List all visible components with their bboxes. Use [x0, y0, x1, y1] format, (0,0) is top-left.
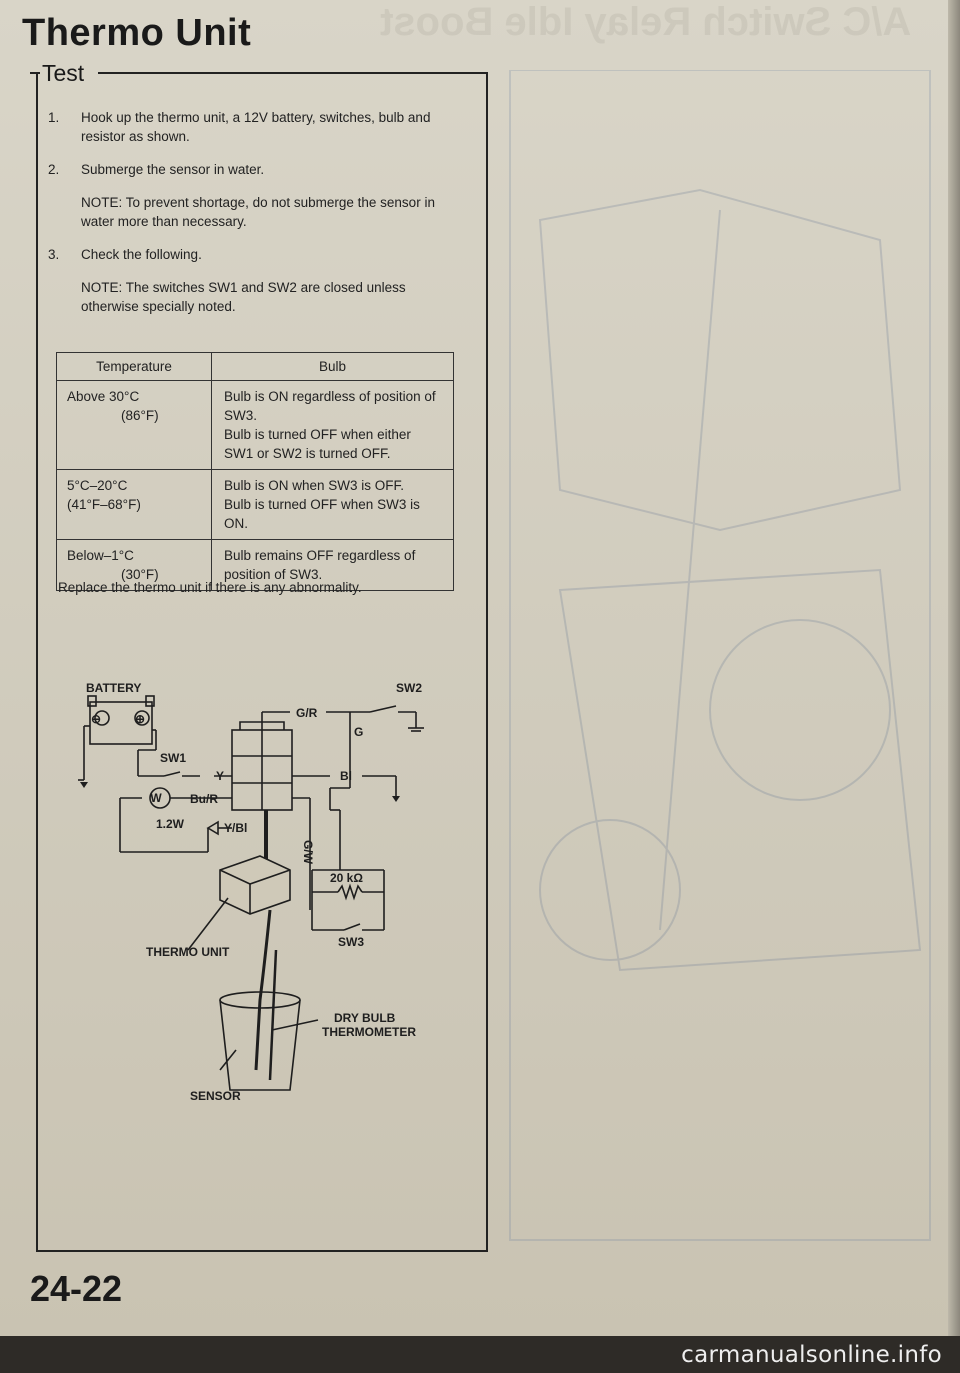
table-row: Above 30°C (86°F) Bulb is ON regardless … — [56, 380, 454, 470]
section-heading: Test — [42, 60, 85, 86]
bleed-through-illustration — [509, 70, 931, 1241]
thermo-unit-label: THERMO UNIT — [146, 945, 230, 959]
bulb-cell: Bulb is ON regardless of position of SW3… — [211, 380, 454, 470]
page-title: Thermo Unit — [22, 12, 252, 54]
sw2-label: SW2 — [396, 681, 422, 695]
note-step-2: NOTE: To prevent shortage, do not submer… — [81, 195, 435, 229]
step-2: 2. Submerge the sensor in water. — [48, 162, 265, 177]
wire-g-label: G — [354, 725, 363, 739]
wire-gw-label: G/W — [301, 840, 315, 865]
temperature-cell: Below–1°C (30°F) — [56, 539, 212, 591]
step-1: 1. Hook up the thermo unit, a 12V batter… — [48, 110, 431, 144]
battery-label: BATTERY — [86, 681, 141, 695]
battery-symbol — [89, 701, 153, 745]
dark-background-strip — [0, 1336, 960, 1373]
battery-plus-label: ⊕ — [135, 712, 145, 726]
watermark-text: carmanualsonline.info — [681, 1342, 942, 1368]
bulb-cell: Bulb is ON when SW3 is OFF. Bulb is turn… — [211, 469, 454, 540]
bleed-through-title: A/C Switch Relay Idle Boost — [380, 0, 912, 44]
column-header-temperature: Temperature — [56, 352, 212, 381]
wire-bl-label: Bl — [340, 769, 352, 783]
thermo-unit-symbol — [219, 855, 291, 915]
binder-edge — [948, 0, 960, 1340]
step-3: 3. Check the following. — [48, 247, 202, 262]
bulb-symbol-label: W — [150, 791, 162, 805]
beaker-symbol — [219, 999, 301, 1091]
wire-bur-label: Bu/R — [190, 792, 218, 806]
procedure-steps: 1. Hook up the thermo unit, a 12V batter… — [48, 108, 458, 330]
thermometer-label: THERMOMETER — [322, 1025, 416, 1039]
dry-bulb-label: DRY BULB — [334, 1011, 396, 1025]
wire-gr-label: G/R — [296, 706, 318, 720]
resistor-label: 20 kΩ — [330, 871, 363, 885]
sw3-label: SW3 — [338, 935, 364, 949]
wire-y-label: Y — [216, 769, 224, 783]
table-row: Below–1°C (30°F) Bulb remains OFF regard… — [56, 539, 454, 591]
sw1-label: SW1 — [160, 751, 186, 765]
test-section-frame — [36, 72, 488, 1252]
table-row: 5°C–20°C (41°F–68°F) Bulb is ON when SW3… — [56, 469, 454, 540]
sensor-label: SENSOR — [190, 1089, 241, 1103]
note-step-3: NOTE: The switches SW1 and SW2 are close… — [81, 280, 406, 314]
bulb-wattage-label: 1.2W — [156, 817, 185, 831]
page-number: 24-22 — [30, 1268, 123, 1309]
bulb-cell: Bulb remains OFF regardless of position … — [211, 539, 454, 591]
wire-ybl-label: Y/Bl — [224, 821, 247, 835]
column-header-bulb: Bulb — [211, 352, 454, 381]
test-circuit-diagram: BATTERY ⊖ ⊕ SW1 SW2 G/R G Y Bl W Bu/R 1.… — [78, 681, 424, 1103]
frame-tick-left — [30, 72, 40, 74]
battery-minus-label: ⊖ — [91, 712, 101, 726]
test-results-table: Temperature Bulb Above 30°C (86°F) Bulb … — [56, 352, 454, 591]
replace-note: Replace the thermo unit if there is any … — [58, 580, 362, 595]
temperature-cell: Above 30°C (86°F) — [56, 380, 212, 470]
temperature-cell: 5°C–20°C (41°F–68°F) — [56, 469, 212, 540]
manual-page: A/C Switch Relay Idle Boost Thermo Unit … — [0, 0, 960, 1340]
